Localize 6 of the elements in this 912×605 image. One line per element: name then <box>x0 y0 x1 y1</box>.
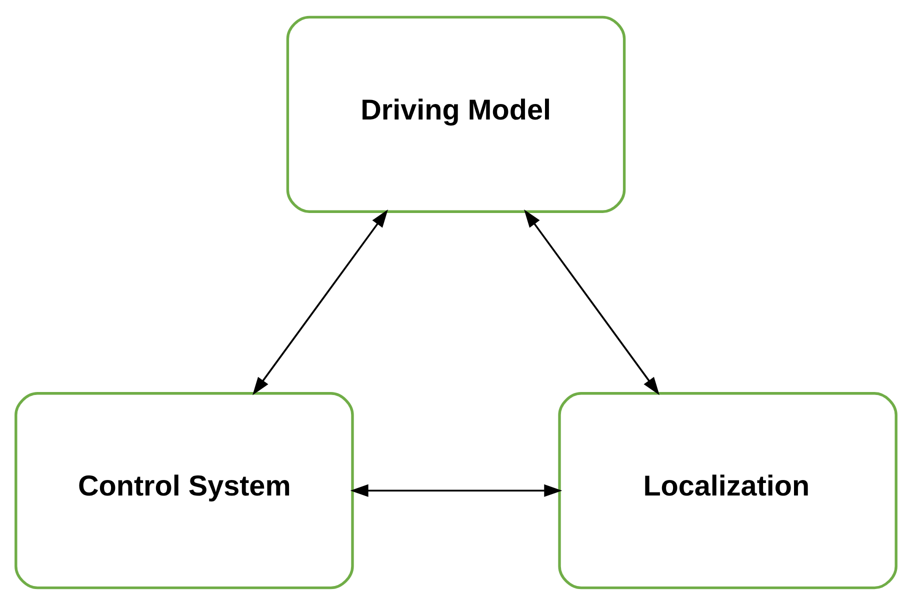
arrow <box>252 209 388 396</box>
node-box: Driving Model <box>286 16 626 213</box>
arrow <box>350 484 562 497</box>
node-box: Localization <box>558 392 898 590</box>
arrow <box>524 209 660 396</box>
node-box: Control System <box>14 392 354 590</box>
